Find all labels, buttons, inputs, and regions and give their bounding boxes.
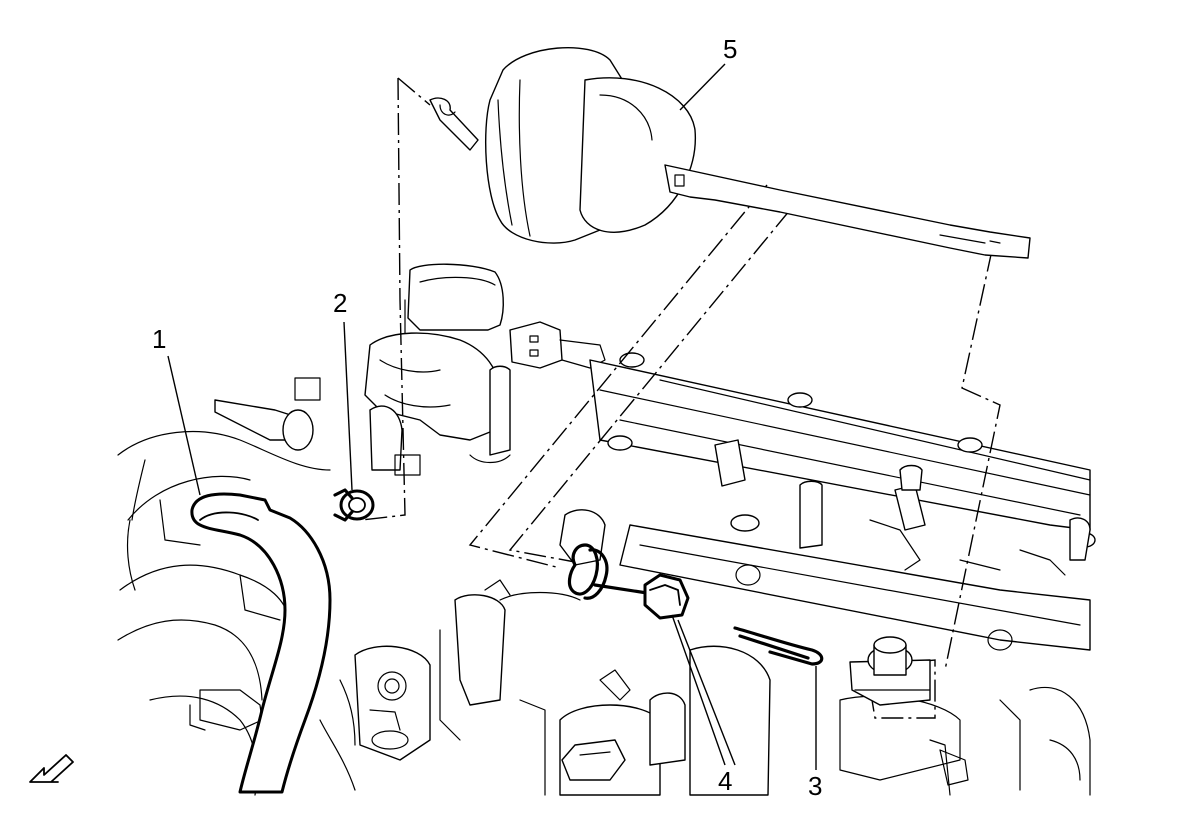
callout-4: 4 [718, 766, 732, 796]
callout-3: 3 [808, 771, 822, 801]
retaining-clip [733, 626, 824, 666]
callout-labels: 1 2 3 4 5 [152, 34, 822, 801]
rod-receiver [849, 636, 931, 706]
wastegate-actuator [429, 46, 1031, 259]
cover-bolt [607, 352, 1096, 548]
leader-lines [167, 63, 817, 770]
vacuum-hose [190, 492, 332, 794]
front-view-arrow-icon [29, 754, 74, 783]
engine-background [117, 263, 1096, 796]
washers-and-nut [567, 543, 690, 620]
alignment-lines [361, 77, 1001, 719]
callout-1: 1 [152, 324, 166, 354]
callout-2: 2 [333, 288, 347, 318]
callout-5: 5 [723, 34, 737, 64]
hose-clamp [333, 488, 375, 522]
